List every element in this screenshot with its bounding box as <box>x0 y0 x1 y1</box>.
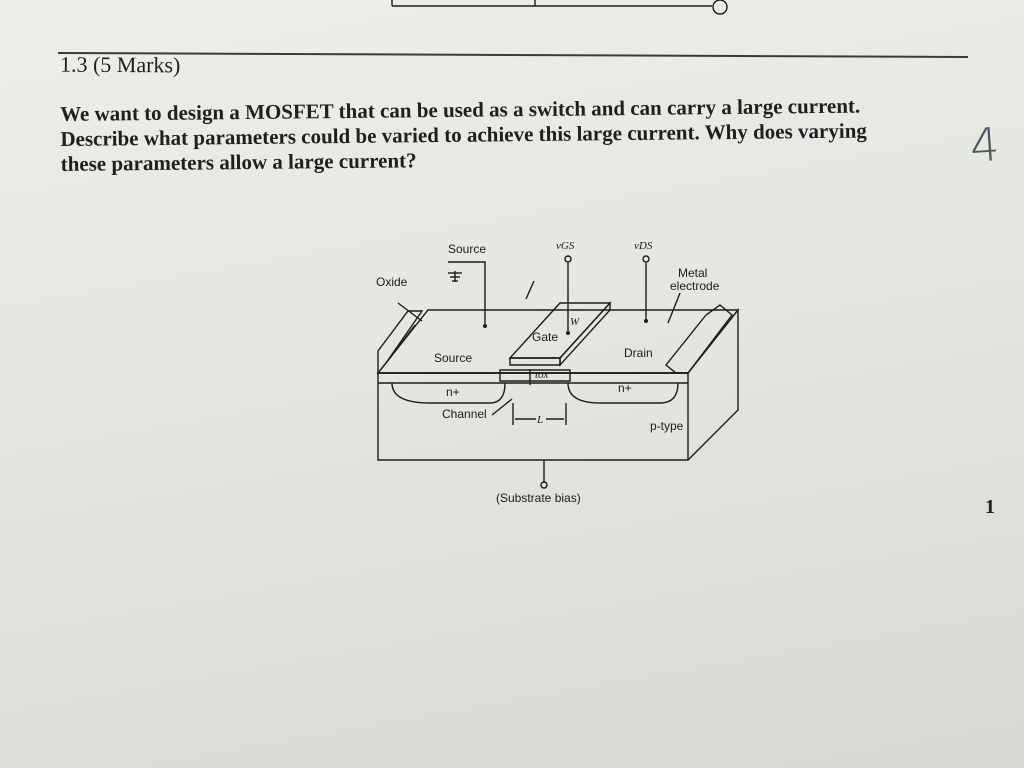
label-substrate-bias: (Substrate bias) <box>496 491 581 505</box>
drain-electrode-right <box>665 304 733 374</box>
label-source-body: Source <box>434 351 472 365</box>
source-electrode-left <box>377 310 424 375</box>
label-channel: Channel <box>442 407 487 421</box>
label-vds: vDS <box>634 240 653 252</box>
label-electrode: electrode <box>670 279 720 293</box>
label-tox: tox <box>535 369 549 381</box>
n-plus-left-region <box>391 382 506 404</box>
mosfet-diagram: Source vGS vDS Oxide Metal electrode Gat… <box>376 240 740 505</box>
vgs-terminal-icon <box>564 255 572 263</box>
n-plus-right-region <box>567 382 679 404</box>
label-n-plus-left: n+ <box>446 385 460 399</box>
handwritten-score: 4 <box>968 117 1002 173</box>
label-gate: Gate <box>532 330 558 344</box>
label-vgs: vGS <box>556 240 575 252</box>
label-source-top: Source <box>448 242 486 256</box>
gate-top <box>508 302 612 359</box>
terminal-circle-icon <box>712 0 728 15</box>
question-number: 1.3 (5 Marks) <box>59 51 181 78</box>
label-w: W <box>570 316 580 328</box>
substrate-terminal-icon <box>540 481 548 489</box>
page-number: 1 <box>985 496 995 518</box>
label-metal: Metal <box>678 266 707 280</box>
substrate-top-surface <box>376 309 740 374</box>
gate-oxide <box>499 369 571 382</box>
vds-terminal-icon <box>642 255 650 263</box>
gate-front <box>509 357 561 366</box>
label-n-plus-right: n+ <box>618 381 632 395</box>
question-text: We want to design a MOSFET that can be u… <box>60 93 941 177</box>
label-oxide: Oxide <box>376 275 408 289</box>
label-drain: Drain <box>624 346 653 360</box>
label-p-type: p-type <box>650 419 684 433</box>
top-circuit-fragment <box>391 0 728 15</box>
gate-side <box>559 301 611 367</box>
label-l: L <box>536 414 543 426</box>
section-divider <box>57 52 968 58</box>
source-wire <box>448 261 486 325</box>
